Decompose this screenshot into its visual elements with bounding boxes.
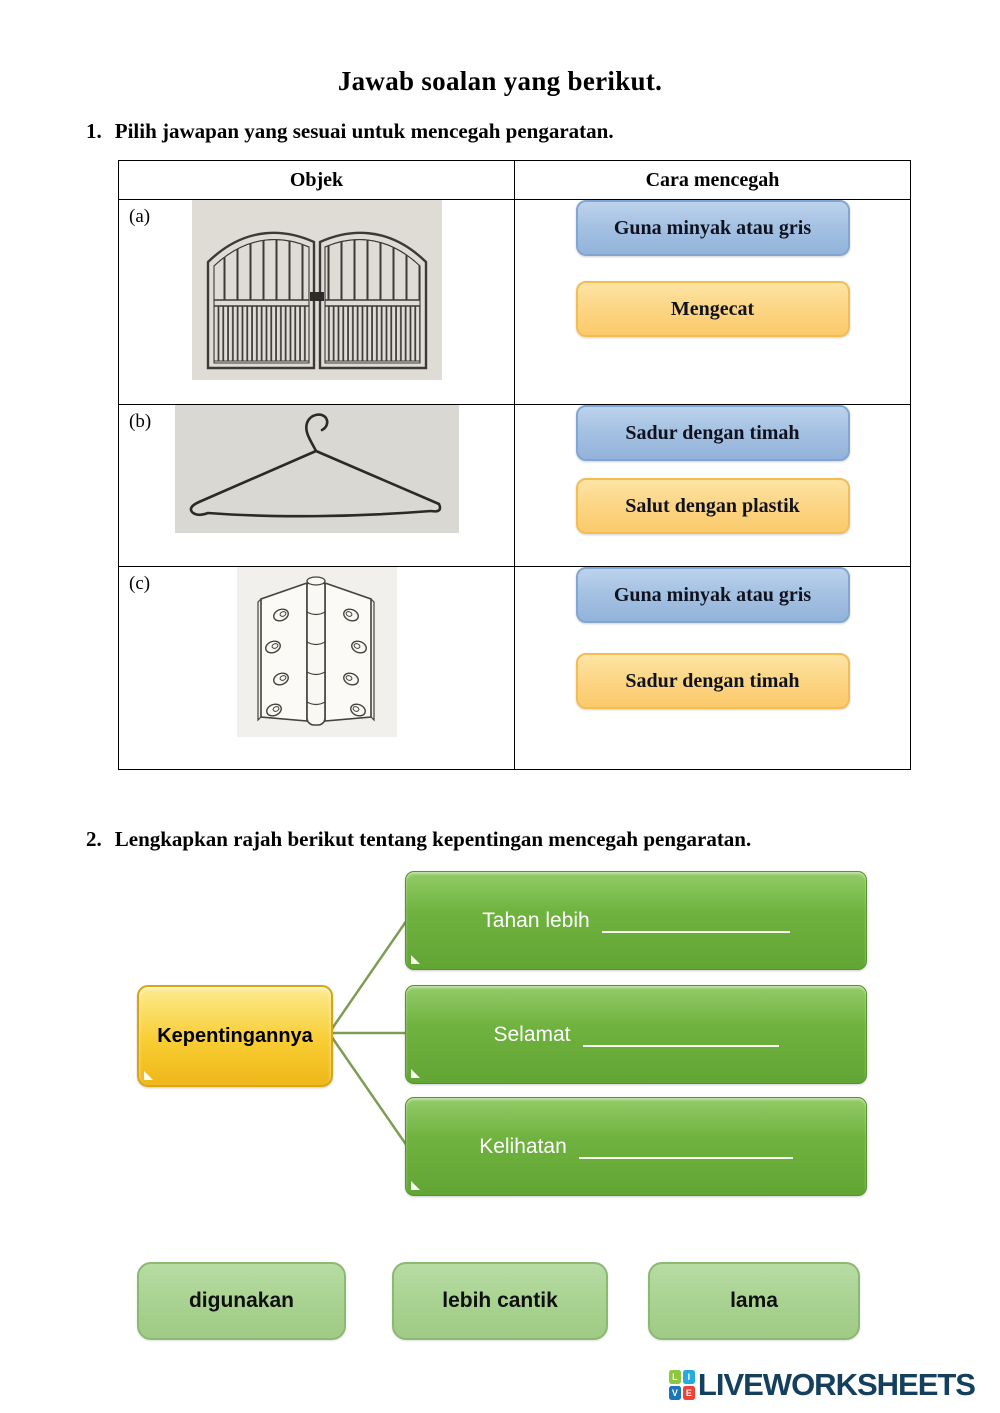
object-cell-b: (b) [118, 404, 515, 567]
answer-option-button[interactable]: Guna minyak atau gris [575, 200, 850, 256]
table-row: (b) Sadur dengan timah Salut dengan plas… [118, 404, 911, 567]
question2-text: Lengkapkan rajah berikut tentang kepenti… [114, 827, 752, 851]
fill-in-blank[interactable] [578, 1134, 793, 1159]
column-header-objek: Objek [118, 160, 515, 200]
page-title: Jawab soalan yang berikut. [337, 66, 663, 96]
diagram-center-box: Kepentingannya [137, 985, 333, 1087]
wire-hanger-image [119, 405, 514, 533]
answer-option-button[interactable]: Guna minyak atau gris [575, 567, 850, 623]
question1-table: Objek Cara mencegah (a) [118, 160, 911, 770]
diagram-center-label: Kepentingannya [157, 1024, 313, 1047]
answer-option-button[interactable]: Mengecat [575, 281, 850, 337]
liveworksheets-grid-icon: L I V E [668, 1370, 695, 1400]
answer-chip[interactable]: lama [648, 1262, 860, 1340]
options-cell-b: Sadur dengan timah Salut dengan plastik [514, 404, 911, 567]
brand-name: LIVEWORKSHEETS [697, 1367, 976, 1402]
object-cell-a: (a) [118, 199, 515, 405]
logo-tile-e: E [682, 1386, 695, 1400]
door-hinge-image [119, 567, 514, 737]
row-label-b: (b) [129, 411, 152, 432]
options-cell-c: Guna minyak atau gris Sadur dengan timah [514, 566, 911, 770]
logo-tile-i: I [682, 1370, 695, 1384]
answer-option-button[interactable]: Salut dengan plastik [575, 478, 850, 534]
column-header-cara-mencegah: Cara mencegah [514, 160, 911, 200]
answer-chip[interactable]: digunakan [137, 1262, 346, 1340]
logo-tile-v: V [668, 1386, 681, 1400]
answer-option-button[interactable]: Sadur dengan timah [575, 405, 850, 461]
question2-heading: 2. Lengkapkan rajah berikut tentang kepen… [86, 827, 751, 852]
answer-option-button[interactable]: Sadur dengan timah [575, 653, 850, 709]
logo-tile-l: L [668, 1370, 681, 1384]
answer-chip[interactable]: lebih cantik [392, 1262, 608, 1340]
table-row: (c) [118, 566, 911, 770]
liveworksheets-logo[interactable]: L I V E LIVEWORKSHEETS [668, 1367, 976, 1403]
branch-label: Tahan lebih [482, 908, 590, 932]
row-label-c: (c) [129, 573, 151, 594]
branch-label: Selamat [493, 1022, 571, 1046]
question1-text: Pilih jawapan yang sesuai untuk mencegah… [114, 119, 614, 143]
question2-number: 2. [86, 827, 102, 851]
object-cell-c: (c) [118, 566, 515, 770]
fill-in-blank[interactable] [582, 1022, 779, 1047]
options-cell-a: Guna minyak atau gris Mengecat [514, 199, 911, 405]
branch-label: Kelihatan [479, 1134, 567, 1158]
table-header-row: Objek Cara mencegah [118, 160, 911, 200]
row-label-a: (a) [129, 206, 151, 227]
fill-in-blank[interactable] [601, 908, 790, 933]
diagram-branch-box: Kelihatan [405, 1097, 867, 1196]
table-row: (a) [118, 199, 911, 405]
diagram-branch-box: Selamat [405, 985, 867, 1084]
iron-gate-image [119, 200, 514, 380]
question1-number: 1. [86, 119, 102, 143]
question1-heading: 1. Pilih jawapan yang sesuai untuk menceg… [86, 119, 614, 144]
diagram-branch-box: Tahan lebih [405, 871, 867, 970]
diagram-connector-lines [327, 919, 409, 1147]
